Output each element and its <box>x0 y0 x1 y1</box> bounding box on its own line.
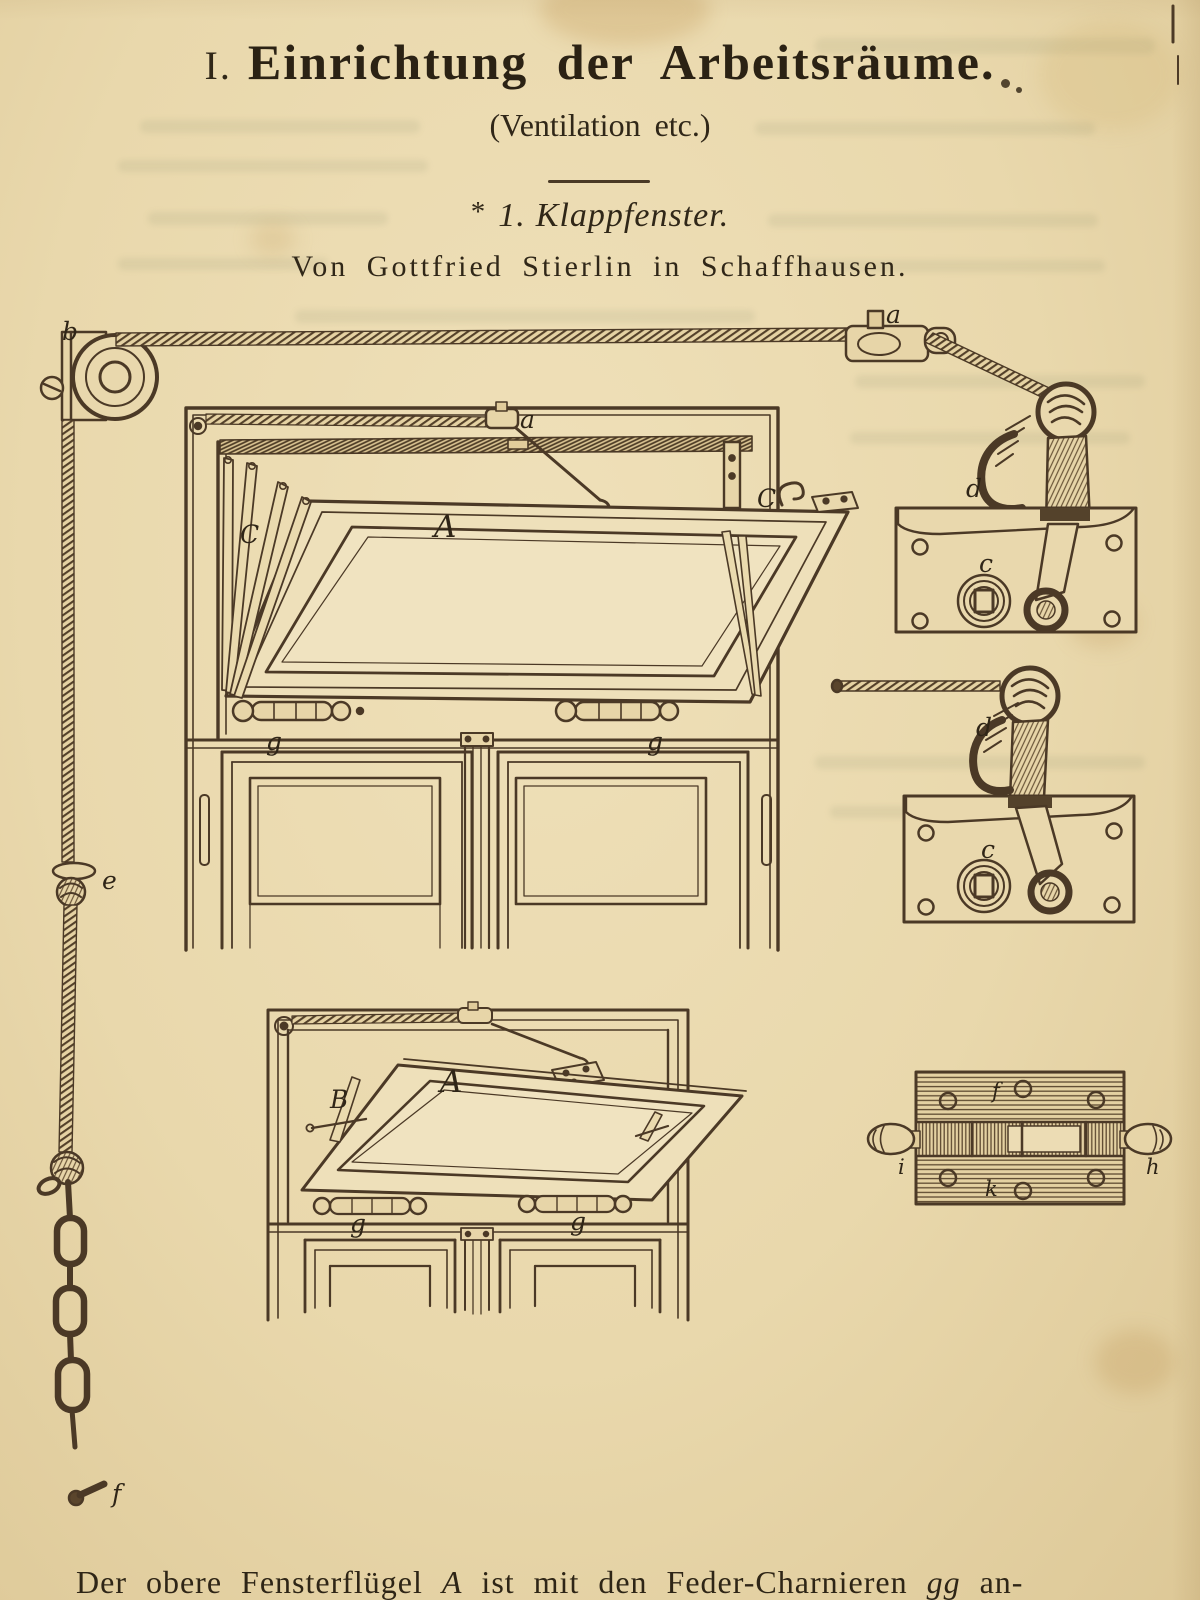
label-b: b <box>62 317 78 346</box>
figure-heading: * 1.Klappfenster. <box>0 196 1200 235</box>
label-d-2: d <box>976 713 992 742</box>
ink-speck <box>1001 79 1010 88</box>
caption-ref-gg: gg <box>926 1564 961 1600</box>
bleedthrough-text <box>815 38 1155 54</box>
bleedthrough-text <box>815 756 1145 769</box>
label-a-outer: a <box>886 300 901 329</box>
caption-line-1: Der obere Fensterflügel A ist mit den Fe… <box>76 1564 1023 1600</box>
label-C-left: C <box>240 520 259 549</box>
paper-stain <box>250 222 296 256</box>
label-A-1: A <box>431 509 456 545</box>
bleedthrough-text <box>768 214 1098 227</box>
label-g-4: g <box>570 1207 586 1236</box>
cord-and-chain <box>36 327 849 1450</box>
latch-mechanism-2 <box>830 665 1136 924</box>
bleedthrough-text <box>118 258 328 270</box>
page-subtitle: (Ventilation etc.) <box>489 107 711 143</box>
label-c-2: c <box>981 835 995 864</box>
label-g-2: g <box>647 727 663 756</box>
label-B: B <box>329 1085 348 1114</box>
window-view-1 <box>184 401 859 952</box>
bleedthrough-text <box>148 212 388 225</box>
pulley-b <box>39 330 159 422</box>
figure-byline: Von Gottfried Stierlin in Schaffhausen. <box>291 250 909 283</box>
label-g-3: g <box>350 1209 366 1238</box>
cord-clamp-a <box>844 309 1063 404</box>
label-c-1: c <box>979 549 993 578</box>
paper-stain <box>1040 20 1180 130</box>
label-k: k <box>985 1177 998 1201</box>
latch-mechanism-1 <box>894 381 1138 634</box>
paper-stain <box>1095 1330 1175 1394</box>
label-h: h <box>1146 1155 1160 1179</box>
label-A-2: A <box>437 1064 462 1100</box>
page-title: Einrichtung der Arbeitsräume. <box>247 34 996 90</box>
spring-hinge <box>866 1070 1173 1206</box>
nail-f <box>67 1480 108 1507</box>
ink-speck <box>1016 87 1022 93</box>
caption-text: Der obere Fensterflügel <box>76 1564 442 1600</box>
window-view-2 <box>266 1001 747 1322</box>
caption-text: ist mit den Feder-Charnieren <box>462 1564 927 1600</box>
figure-title: Klappfenster. <box>535 197 730 234</box>
label-f-nail: f <box>110 1479 125 1508</box>
bleedthrough-text <box>795 260 1105 272</box>
label-C-right: C <box>757 484 776 513</box>
bleedthrough-text <box>140 120 420 133</box>
divider-rule <box>548 180 650 183</box>
bleedthrough-text <box>118 160 428 172</box>
caption-ref-A: A <box>441 1564 463 1600</box>
label-i: i <box>898 1155 905 1179</box>
figure-number: 1. <box>498 197 526 234</box>
label-g-1: g <box>266 727 282 756</box>
bleedthrough-text <box>755 122 1095 135</box>
label-a-inner: a <box>520 405 535 434</box>
section-number: I. <box>204 43 232 88</box>
caption-text: an- <box>960 1564 1024 1600</box>
label-f-hinge: f <box>990 1079 1003 1103</box>
bleedthrough-text <box>295 310 755 323</box>
label-e: e <box>102 866 117 895</box>
label-d-1: d <box>966 474 982 503</box>
asterisk-mark: * <box>470 196 487 228</box>
page-header: I. Einrichtung der Arbeitsräume. <box>0 33 1200 91</box>
